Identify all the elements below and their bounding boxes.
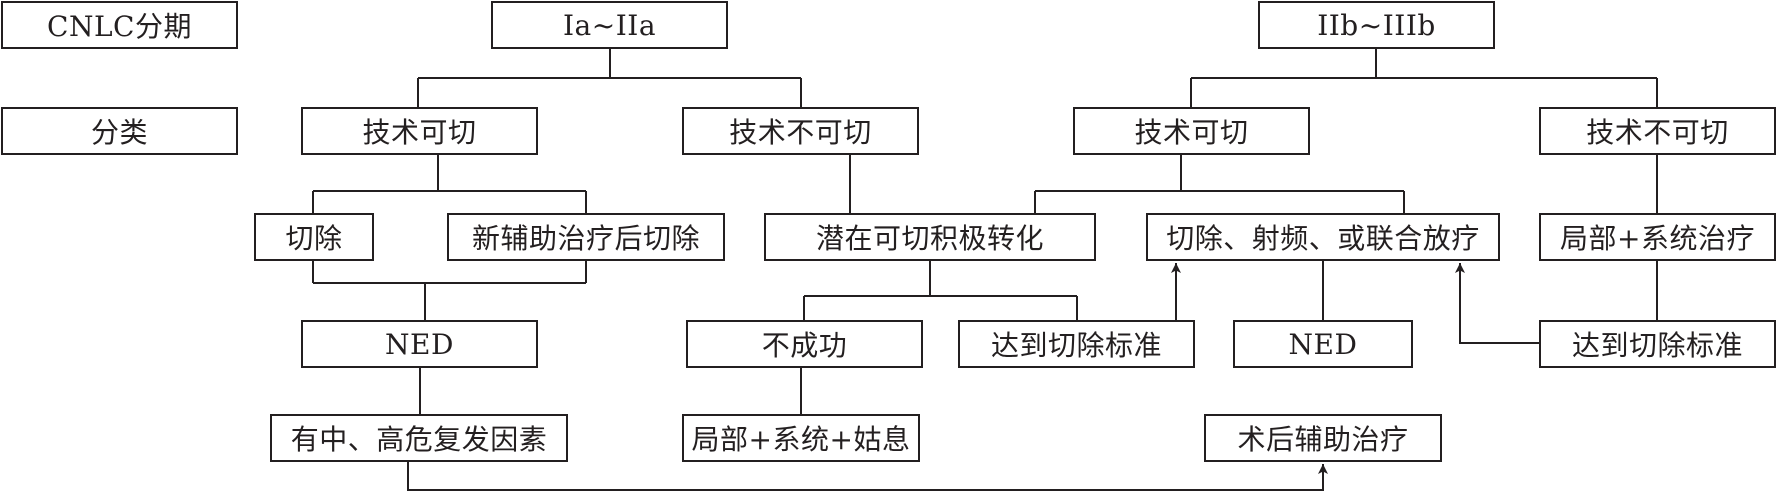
node-adjuvant: 术后辅助治疗 (1204, 414, 1442, 462)
connector-merge-early (312, 261, 587, 320)
connector-early-resectable (312, 155, 587, 213)
node-conversion: 潜在可切积极转化 (764, 213, 1096, 261)
node-stage-label: CNLC分期 (1, 1, 238, 49)
node-early-resectable: 技术可切 (301, 107, 538, 155)
node-stage-early: Ia~IIa (491, 1, 728, 49)
connector-conversion (803, 261, 1078, 320)
node-ned-early: NED (301, 320, 538, 368)
connector-late-resectable (1034, 155, 1405, 213)
node-meets-criteria-center: 达到切除标准 (958, 320, 1195, 368)
node-meets-criteria-right: 达到切除标准 (1539, 320, 1776, 368)
node-failure: 不成功 (686, 320, 923, 368)
arrow-right-criteria-to-resect (1455, 263, 1539, 344)
node-palliative: 局部+系统+姑息 (682, 414, 920, 462)
connector-stage-late (1190, 49, 1658, 107)
node-high-risk: 有中、高危复发因素 (270, 414, 568, 462)
node-local-systemic: 局部+系统治疗 (1539, 213, 1776, 261)
node-resection: 切除 (254, 213, 374, 261)
node-stage-late: IIb~IIIb (1258, 1, 1495, 49)
node-late-unresectable: 技术不可切 (1539, 107, 1776, 155)
node-late-resectable: 技术可切 (1073, 107, 1310, 155)
node-resect-rfa-radio: 切除、射频、或联合放疗 (1146, 213, 1500, 261)
arrow-highrisk-to-adjuvant (407, 462, 1328, 491)
node-neoadjuvant: 新辅助治疗后切除 (447, 213, 725, 261)
node-class-label: 分类 (1, 107, 238, 155)
connector-stage-early (417, 49, 802, 107)
node-ned-late: NED (1233, 320, 1413, 368)
node-early-unresectable: 技术不可切 (682, 107, 919, 155)
